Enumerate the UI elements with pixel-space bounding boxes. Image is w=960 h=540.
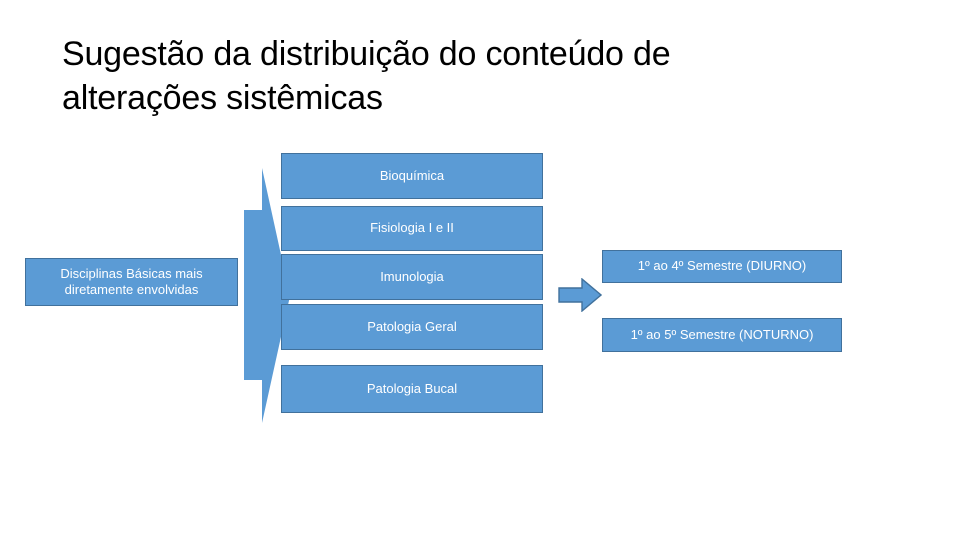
left-chevron-arrow	[244, 168, 290, 423]
node-bioquimica[interactable]: Bioquímica	[281, 153, 543, 199]
node-semestre-noturno[interactable]: 1º ao 5º Semestre (NOTURNO)	[602, 318, 842, 352]
left-chevron-arrow-glyph	[244, 168, 290, 423]
right-block-arrow	[558, 278, 602, 312]
node-patologia-geral[interactable]: Patologia Geral	[281, 304, 543, 350]
page-title: Sugestão da distribuição do conteúdo de …	[62, 35, 680, 117]
right-block-arrow-glyph	[558, 278, 602, 312]
node-fisiologia[interactable]: Fisiologia I e II	[281, 206, 543, 251]
node-disciplinas-basicas[interactable]: Disciplinas Básicas mais diretamente env…	[25, 258, 238, 306]
node-semestre-diurno[interactable]: 1º ao 4º Semestre (DIURNO)	[602, 250, 842, 283]
node-imunologia[interactable]: Imunologia	[281, 254, 543, 300]
node-patologia-bucal[interactable]: Patologia Bucal	[281, 365, 543, 413]
